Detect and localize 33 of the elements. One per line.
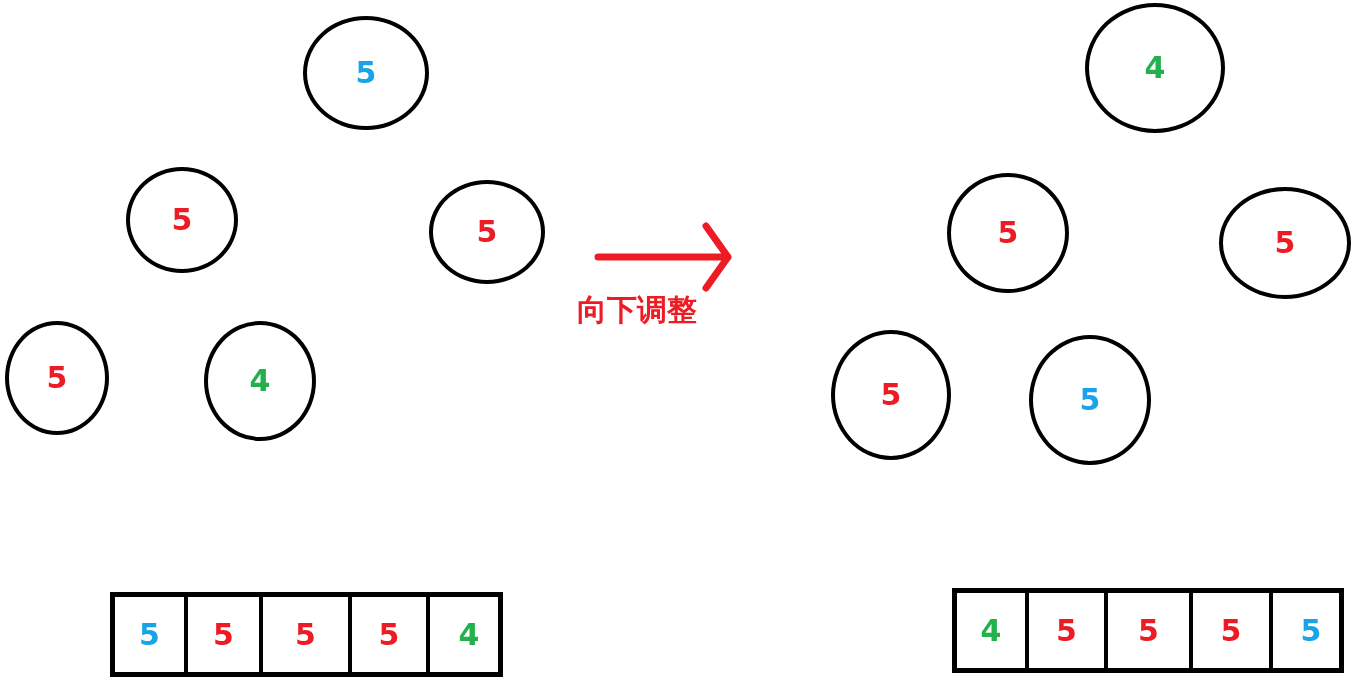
heap-node-circle bbox=[303, 16, 429, 130]
heap-node-circle bbox=[947, 173, 1069, 293]
number-label: 5 bbox=[997, 218, 1019, 248]
number-label: 5 bbox=[1079, 385, 1101, 415]
number-label: 5 bbox=[171, 205, 193, 235]
heap-node-circle bbox=[1029, 335, 1151, 465]
step-caption: 向下调整 bbox=[577, 292, 697, 328]
number-label: 4 bbox=[458, 619, 480, 650]
heap-node-circle bbox=[1085, 3, 1225, 133]
heap-node-circle bbox=[204, 321, 316, 441]
number-label: 5 bbox=[46, 363, 68, 393]
number-label: 4 bbox=[249, 366, 271, 396]
array-box bbox=[110, 592, 503, 677]
heap-node-circle bbox=[126, 167, 238, 273]
heap-node-circle bbox=[831, 330, 951, 460]
number-label: 5 bbox=[355, 58, 377, 88]
number-label: 4 bbox=[1144, 53, 1166, 83]
heap-node-circle bbox=[5, 321, 109, 435]
number-label: 5 bbox=[1300, 615, 1322, 646]
number-label: 5 bbox=[139, 619, 160, 650]
number-label: 5 bbox=[1274, 228, 1296, 258]
number-label: 5 bbox=[1220, 615, 1242, 646]
number-label: 5 bbox=[1056, 615, 1077, 646]
array-box bbox=[952, 588, 1344, 673]
number-label: 5 bbox=[1138, 615, 1159, 646]
number-label: 5 bbox=[378, 619, 400, 650]
number-label: 5 bbox=[295, 619, 316, 650]
number-label: 4 bbox=[980, 615, 1002, 646]
heap-node-circle bbox=[1219, 187, 1351, 299]
number-label: 5 bbox=[213, 619, 234, 650]
heap-node-circle bbox=[429, 180, 545, 284]
number-label: 5 bbox=[476, 217, 498, 247]
number-label: 5 bbox=[880, 380, 902, 410]
